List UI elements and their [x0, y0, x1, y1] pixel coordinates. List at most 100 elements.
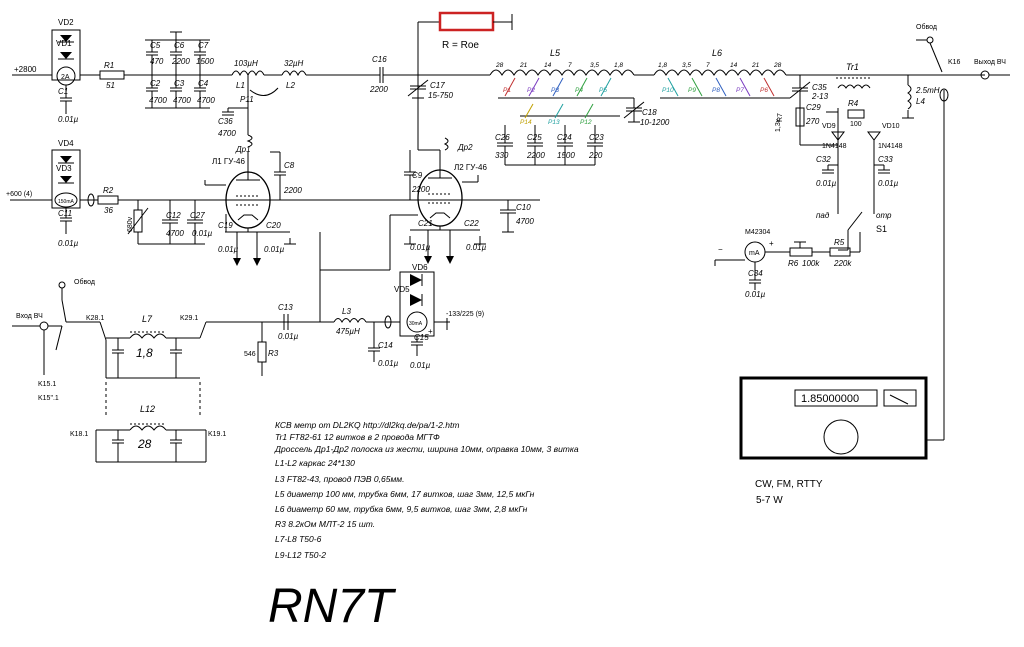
label-plus2800: +2800 — [14, 65, 37, 74]
l5-tap-2: 14 — [544, 62, 552, 69]
label-s1: S1 — [876, 224, 887, 234]
label-c35: C35 — [812, 83, 827, 92]
label-r4v: 100 — [850, 121, 862, 128]
label-vd3: VD3 — [56, 164, 72, 173]
resistor-r2-icon — [97, 195, 119, 205]
label-c33: C33 — [878, 155, 893, 164]
l6-tap-4: 21 — [751, 62, 760, 69]
label-ma: mA — [749, 250, 760, 257]
label-c12v: 4700 — [166, 229, 184, 238]
choke-l4-icon — [907, 84, 912, 110]
resistor-r7-icon — [795, 107, 805, 127]
label-plus: + — [769, 239, 774, 248]
diode-vd6-icon — [410, 274, 422, 286]
label-c3: C3 — [174, 79, 185, 88]
label-l3v: 475µH — [336, 327, 360, 336]
label-vd4: VD4 — [58, 139, 74, 148]
label-c5: C5 — [150, 41, 161, 50]
note-6: L6 диаметр 60 мм, трубка 6мм, 9,5 витков… — [275, 504, 528, 514]
author-signature: RN7T — [268, 580, 397, 633]
note-7: R3 8.2кОм МЛТ-2 15 шт. — [275, 519, 375, 529]
switch-s1-icon — [847, 211, 863, 231]
diode-vd10-icon — [867, 131, 881, 141]
label-c18v: 10-1200 — [640, 118, 670, 127]
label-c6v: 2200 — [171, 57, 190, 66]
label-p11: P11 — [240, 95, 254, 104]
label-plus600: +600 (4) — [6, 191, 32, 198]
label-c15: C15 — [414, 333, 429, 342]
l5-tap-5: 1,8 — [614, 62, 623, 69]
vfo-knob-icon — [823, 419, 859, 455]
label-c14v: 0.01µ — [378, 359, 399, 368]
l6-tap-3: 14 — [730, 62, 738, 69]
switch-p10: P10 — [662, 87, 674, 94]
potentiometer-r6-icon — [789, 247, 813, 257]
input-section: Обвод Вход ВЧ K15.1 K15".1 K28.1 L7 1,8 … — [12, 263, 484, 463]
label-dr1: Др1 — [235, 145, 251, 154]
diode-vd2-icon — [60, 35, 72, 42]
label-c20v: 0.01µ — [264, 245, 285, 254]
label-obved-left: Обвод — [74, 278, 95, 286]
label-vd2: VD2 — [58, 18, 74, 27]
label-r3v: 546 — [244, 351, 256, 358]
label-k15b: K15".1 — [38, 395, 59, 402]
transformer-tr1-icon — [837, 84, 871, 89]
label-c27: C27 — [190, 211, 205, 220]
label-c9: C9 — [412, 171, 423, 180]
label-c22v: 0.01µ — [466, 243, 487, 252]
label-c26v: 330 — [495, 151, 509, 160]
label-680v: 680v — [127, 216, 134, 232]
label-tr1: Tr1 — [846, 62, 859, 72]
label-2a: 2A — [61, 74, 70, 81]
label-c16v: 2200 — [369, 85, 388, 94]
label-minus: − — [718, 245, 723, 254]
inductor-l3-icon — [333, 318, 367, 324]
switch-p13: P13 — [548, 119, 560, 126]
label-l7: L7 — [142, 314, 153, 324]
label-k18: K18.1 — [70, 431, 88, 438]
switch-p2: P2 — [527, 87, 535, 94]
label-d1n-b: 1N4148 — [878, 143, 903, 150]
label-pad: пад — [816, 211, 830, 220]
label-c18: C18 — [642, 108, 657, 117]
label-c25v: 2200 — [526, 151, 545, 160]
label-r2v: 36 — [104, 206, 113, 215]
label-150ma: 150mA — [58, 199, 75, 205]
label-m42304: M42304 — [745, 229, 770, 236]
label-c8: C8 — [284, 161, 295, 170]
choke-dr2-icon — [443, 137, 449, 151]
switch-p1: P1 — [503, 87, 511, 94]
anode-supply-section: +2800 VD2 VD1 2A C1 0.01µ R1 51 — [12, 11, 513, 154]
label-c3v: 4700 — [173, 96, 191, 105]
l6-tap-5: 28 — [773, 62, 782, 69]
label-r6: R6 — [788, 259, 799, 268]
resistor-r5-icon — [829, 247, 851, 257]
modes-label: CW, FM, RTTY — [755, 479, 823, 490]
label-c1v: 0.01µ — [58, 115, 79, 124]
label-c15v: 0.01µ — [410, 361, 431, 370]
label-c24v: 1500 — [557, 151, 575, 160]
diode-vd5-icon — [410, 294, 422, 306]
label-tube-l1: Л1 ГУ-46 — [212, 157, 245, 166]
ammeter-150ma-icon — [54, 192, 78, 208]
label-c32: C32 — [816, 155, 831, 164]
label-r5: R5 — [834, 238, 845, 247]
label-c12: C12 — [166, 211, 181, 220]
label-c25: C25 — [527, 133, 542, 142]
inductor-l1-icon — [231, 70, 265, 77]
label-bias: -133/225 (9) — [446, 311, 484, 318]
l6-tap-1: 3,5 — [682, 62, 691, 69]
diode-vd1-icon — [60, 52, 72, 59]
label-c23: C23 — [589, 133, 604, 142]
label-tube-l2: Л2 ГУ-46 — [454, 163, 487, 172]
grid-drive-line — [225, 214, 418, 322]
note-4: L3 FT82-43, провод ПЭВ 0,65мм. — [275, 474, 404, 484]
label-30ma: 30mA — [409, 321, 423, 327]
switch-p4: P4 — [575, 87, 583, 94]
label-c7: C7 — [198, 41, 209, 50]
note-9: L9-L12 T50-2 — [275, 550, 326, 560]
label-c34v: 0.01µ — [745, 290, 766, 299]
note-3: L1-L2 каркас 24*130 — [275, 458, 355, 468]
